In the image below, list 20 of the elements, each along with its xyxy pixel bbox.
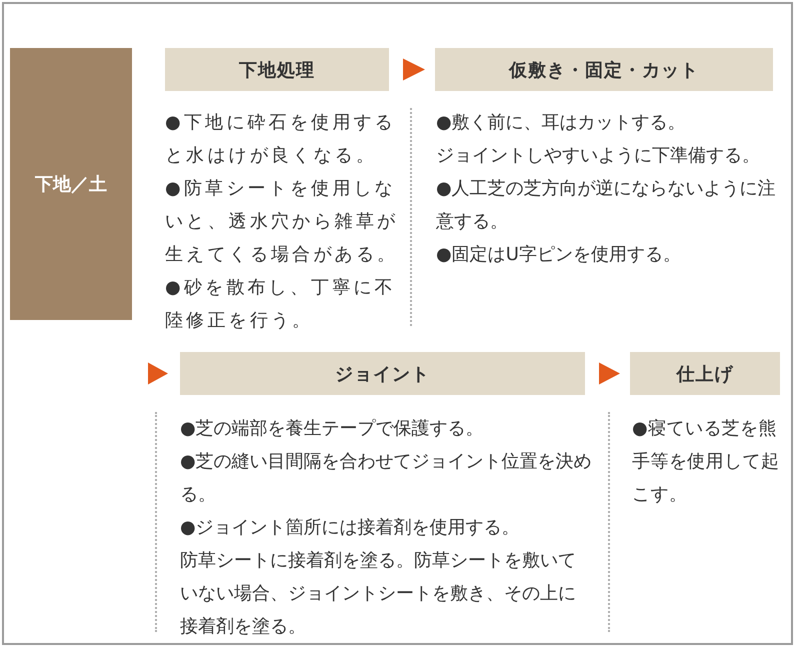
step-note: ●敷く前に、耳はカットする。 — [436, 111, 687, 135]
arrow — [403, 58, 425, 80]
step-header: 仕上げ — [630, 352, 780, 395]
step-header: 仮敷き・固定・カット — [435, 48, 773, 91]
step-note: ●ジョイント箇所には接着剤を使用する。 — [180, 516, 521, 540]
arrow — [148, 362, 168, 384]
step-note: ●人工芝の芝方向が逆にならないように注意する。 — [436, 177, 777, 234]
step-header: ジョイント — [180, 352, 585, 395]
step-note: ●固定はU字ピンを使用する。 — [436, 243, 682, 267]
arrow — [599, 362, 620, 384]
step-note: ●砂を散布し、丁寧に不陸修正を行う。 — [165, 276, 397, 333]
step-note: ●下地に砕石を使用すると水はけが良くなる。 — [165, 111, 397, 168]
step-note: ●防草シートを使用しないと、透水穴から雑草が生えてくる場合がある。 — [165, 177, 400, 267]
step-header: 下地処理 — [165, 48, 389, 91]
step-note: ジョイントしやすいように下準備する。 — [436, 144, 761, 168]
step-note: 防草シートに接着剤を塗る。防草シートを敷いていない場合、ジョイントシートを敷き、その上に接着剤を塗る。 — [180, 549, 577, 639]
step-note: ●寝ている芝を熊手等を使用して起こす。 — [632, 417, 780, 507]
step-note: ●芝の縫い目間隔を合わせてジョイント位置を決める。 — [180, 450, 592, 507]
category-box: 下地／土 — [10, 48, 132, 320]
step-note: ●芝の端部を養生テープで保護する。 — [180, 417, 485, 441]
